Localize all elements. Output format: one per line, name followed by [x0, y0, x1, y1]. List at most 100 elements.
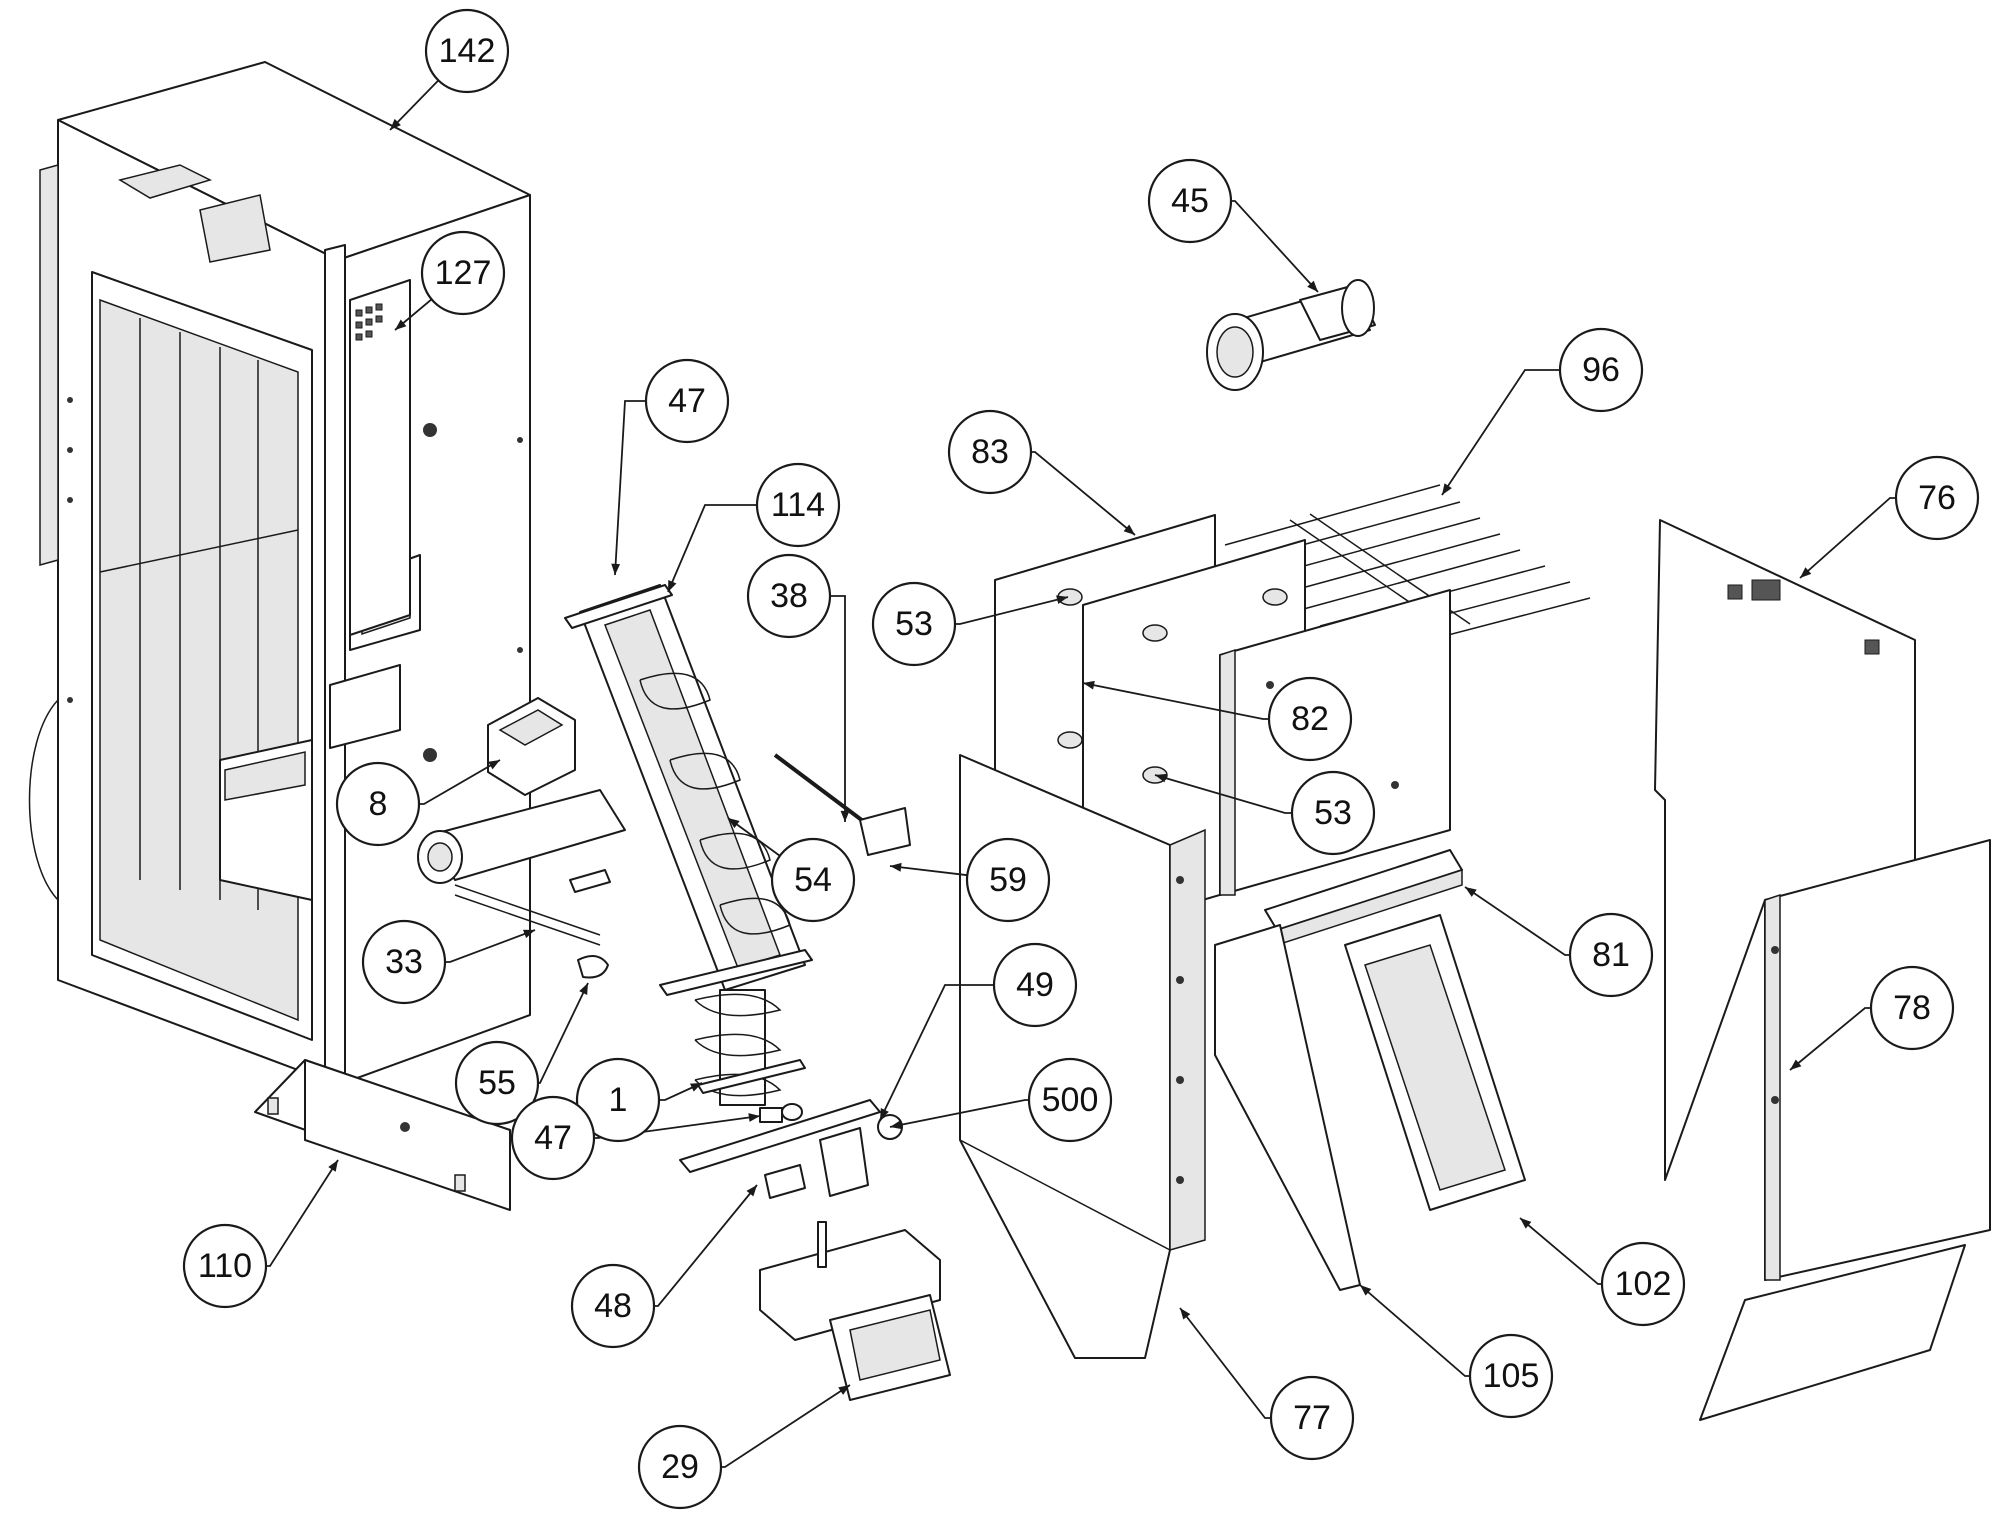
callout-500: 500 — [1027, 1057, 1113, 1143]
callout-number: 1 — [609, 1081, 628, 1119]
callout-number: 110 — [198, 1247, 252, 1285]
callout-number: 114 — [771, 486, 825, 524]
callout-circle — [1869, 965, 1955, 1051]
leader-arrowhead — [1465, 887, 1477, 897]
flue-pipe — [1206, 279, 1376, 391]
callout-110: 110 — [182, 1223, 268, 1309]
leader-arrowhead — [890, 1120, 902, 1130]
callout-8: 8 — [335, 761, 421, 847]
leader-line — [419, 759, 501, 805]
callout-number: 47 — [534, 1119, 572, 1157]
callout-number: 78 — [1893, 989, 1931, 1027]
callout-number: 59 — [989, 861, 1027, 899]
clip — [569, 869, 611, 979]
callout-number: 105 — [1483, 1357, 1540, 1395]
callout-circle — [361, 919, 447, 1005]
callout-96: 96 — [1558, 327, 1644, 413]
leader-line — [266, 1159, 339, 1267]
vent-panel — [349, 279, 411, 636]
callout-circle — [947, 409, 1033, 495]
callout-29: 29 — [637, 1424, 723, 1510]
leader-arrowhead — [1800, 567, 1812, 578]
leader-line — [1464, 886, 1570, 956]
leader-arrowhead — [1360, 1285, 1372, 1296]
callout-circle — [1027, 1057, 1113, 1143]
callout-circle — [570, 1263, 656, 1349]
callout-number: 8 — [369, 785, 388, 823]
base-bracket — [254, 1059, 511, 1211]
callout-54: 54 — [770, 837, 856, 923]
callout-number: 54 — [794, 861, 832, 899]
leader-arrowhead — [746, 1185, 757, 1197]
slide-tray — [1344, 914, 1526, 1211]
leader-line — [667, 504, 757, 593]
callout-55: 55 — [454, 1040, 540, 1126]
leader-line — [1031, 451, 1136, 536]
callout-circle — [1600, 1241, 1686, 1327]
callout-number: 142 — [439, 32, 496, 70]
callout-circle — [1894, 455, 1980, 541]
leader-arrowhead — [579, 983, 588, 995]
leader-arrowhead — [1520, 1218, 1532, 1229]
leader-line — [389, 79, 440, 131]
callout-38: 38 — [746, 553, 832, 639]
callout-59: 59 — [965, 837, 1051, 923]
callout-circle — [1269, 1375, 1355, 1461]
leader-line — [889, 1099, 1029, 1128]
callout-number: 45 — [1171, 182, 1209, 220]
cabinet-frame — [28, 61, 531, 1091]
leader-line — [1789, 1007, 1871, 1071]
callout-45: 45 — [1147, 158, 1233, 244]
side-panel-78 — [1699, 839, 1991, 1421]
leader-arrowhead — [1790, 1059, 1802, 1070]
callout-114: 114 — [755, 462, 841, 548]
leader-arrowhead — [1442, 483, 1452, 495]
leader-arrowhead — [728, 818, 740, 829]
leader-arrowhead — [1307, 280, 1318, 292]
leader-line — [594, 1115, 761, 1139]
callout-number: 500 — [1042, 1081, 1099, 1119]
callout-48: 48 — [570, 1263, 656, 1349]
leader-arrowhead — [668, 580, 677, 592]
leader-arrowhead — [1083, 680, 1095, 690]
leader-arrowhead — [328, 1160, 338, 1172]
leader-arrowhead — [838, 1385, 850, 1395]
leader-line — [889, 865, 968, 877]
callout-127: 127 — [420, 230, 506, 316]
callout-83: 83 — [947, 409, 1033, 495]
callout-circle — [644, 358, 730, 444]
callout-number: 33 — [385, 943, 423, 981]
callout-number: 127 — [435, 254, 492, 292]
callout-82: 82 — [1267, 676, 1353, 762]
leader-arrowhead — [1056, 595, 1068, 604]
callout-circle — [1568, 912, 1654, 998]
leader-line — [830, 595, 846, 822]
callout-77: 77 — [1269, 1375, 1355, 1461]
callout-number: 81 — [1592, 936, 1630, 974]
igniter-tube — [417, 789, 626, 946]
callout-number: 38 — [770, 577, 808, 615]
callout-number: 47 — [668, 382, 706, 420]
leader-arrowhead — [840, 810, 850, 822]
callout-circle — [1267, 676, 1353, 762]
callout-circle — [871, 581, 957, 667]
callout-number: 102 — [1615, 1265, 1672, 1303]
bracket-box — [487, 697, 576, 796]
seal-plate — [679, 1099, 881, 1199]
callout-circle — [965, 837, 1051, 923]
leader-arrowhead — [1180, 1308, 1191, 1320]
leader-arrowhead — [690, 1083, 702, 1092]
callout-circle — [992, 942, 1078, 1028]
callout-number: 77 — [1293, 1399, 1331, 1437]
chute-side — [1214, 924, 1361, 1291]
leader-line — [1082, 682, 1269, 720]
callout-circle — [1558, 327, 1644, 413]
leader-line — [1231, 200, 1319, 293]
callout-circle — [454, 1040, 540, 1126]
callout-circle — [420, 230, 506, 316]
leader-line — [721, 1384, 851, 1468]
callout-81: 81 — [1568, 912, 1654, 998]
